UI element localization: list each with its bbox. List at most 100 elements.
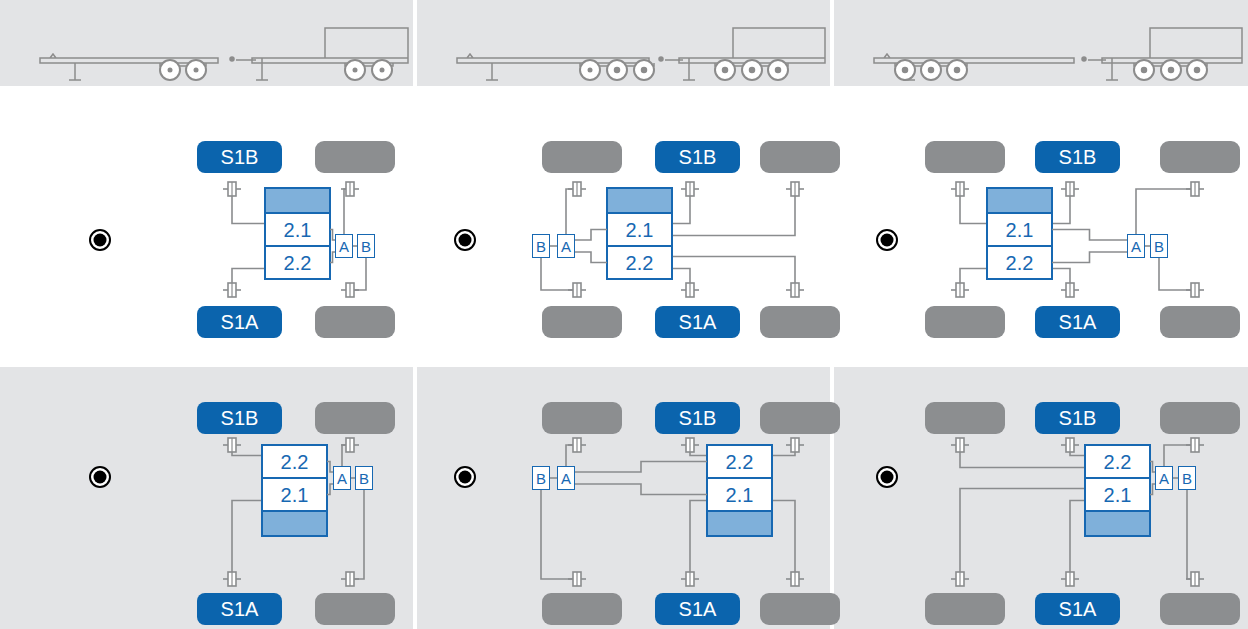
trailer-silhouette bbox=[40, 28, 408, 80]
brake-line bbox=[1159, 258, 1195, 290]
brake-cylinder bbox=[228, 182, 236, 196]
cylinder-piston bbox=[959, 283, 960, 297]
cylinder-piston bbox=[689, 572, 690, 586]
sensor-tab: S1A bbox=[1035, 306, 1120, 338]
module-header bbox=[608, 189, 671, 212]
cylinder-piston bbox=[231, 438, 232, 452]
node-label: 2.2 bbox=[1006, 253, 1034, 273]
brake-line bbox=[541, 490, 577, 579]
module-divider bbox=[607, 245, 672, 247]
module-header bbox=[708, 512, 771, 535]
wheel bbox=[315, 141, 395, 173]
module-header bbox=[1086, 512, 1149, 535]
valve-port: 2.1 bbox=[262, 478, 327, 511]
port-box: A bbox=[333, 466, 351, 490]
brake-line bbox=[350, 490, 364, 579]
node-label: A bbox=[561, 239, 571, 254]
wheel bbox=[760, 306, 840, 338]
brake-cylinder bbox=[791, 182, 799, 196]
valve-line bbox=[575, 484, 707, 495]
brake-layout bbox=[223, 141, 1240, 625]
wheel bbox=[925, 306, 1005, 338]
node-label: B bbox=[1154, 239, 1164, 254]
cylinder-piston bbox=[959, 438, 960, 452]
node-label: 2.2 bbox=[626, 253, 654, 273]
valve-line bbox=[550, 477, 557, 479]
brake-cylinder bbox=[573, 182, 581, 196]
port-box: B bbox=[532, 234, 550, 258]
cylinder-piston bbox=[689, 438, 690, 452]
cylinder-piston bbox=[689, 182, 690, 196]
brake-cylinder bbox=[791, 283, 799, 297]
cylinder-piston bbox=[349, 438, 350, 452]
valve-module bbox=[262, 445, 327, 536]
valve-port: 2.2 bbox=[987, 246, 1052, 279]
sensor-tab: S1B bbox=[655, 402, 740, 434]
valve-line bbox=[575, 230, 607, 241]
brake-line bbox=[1070, 501, 1085, 580]
cylinder-piston bbox=[231, 182, 232, 196]
wheel bbox=[1160, 141, 1240, 173]
wheel bbox=[1160, 402, 1240, 434]
valve-port: 2.1 bbox=[265, 213, 330, 246]
sensor-tab: S1B bbox=[1035, 141, 1120, 173]
radio-button bbox=[90, 230, 897, 487]
brake-cylinder bbox=[228, 572, 236, 586]
module-divider bbox=[987, 245, 1052, 247]
module-divider bbox=[262, 477, 327, 479]
wheel bbox=[1160, 593, 1240, 625]
brake-cylinder bbox=[1066, 438, 1074, 452]
port-box: B bbox=[357, 234, 375, 258]
cylinder-piston bbox=[1069, 438, 1070, 452]
module-divider bbox=[607, 212, 672, 214]
node-label: S1B bbox=[679, 408, 717, 428]
port-box: A bbox=[1127, 234, 1145, 258]
module-header bbox=[988, 189, 1051, 212]
sensor-tab: S1A bbox=[655, 306, 740, 338]
brake-cylinder bbox=[573, 283, 581, 297]
valve-port: 2.1 bbox=[1085, 478, 1150, 511]
brake-cylinder bbox=[1191, 438, 1199, 452]
module-divider bbox=[987, 212, 1052, 214]
module-divider bbox=[707, 477, 772, 479]
port-box: B bbox=[1150, 234, 1168, 258]
node-label: 2.1 bbox=[1006, 220, 1034, 240]
port-box: A bbox=[557, 234, 575, 258]
cylinder-piston bbox=[794, 438, 795, 452]
node-label: S1A bbox=[679, 599, 717, 619]
brake-cylinder bbox=[573, 572, 581, 586]
module-divider bbox=[265, 212, 330, 214]
brake-cylinder bbox=[956, 283, 964, 297]
module-header bbox=[266, 189, 329, 212]
brake-cylinder bbox=[956, 438, 964, 452]
sensor-tab: S1B bbox=[197, 402, 282, 434]
cylinder-piston bbox=[576, 283, 577, 297]
brake-cylinder bbox=[1191, 182, 1199, 196]
module-header bbox=[263, 512, 326, 535]
port-box: A bbox=[557, 466, 575, 490]
valve-line bbox=[550, 245, 557, 247]
cylinder-piston bbox=[349, 283, 350, 297]
brake-cylinder bbox=[346, 182, 354, 196]
brake-cylinder bbox=[1191, 572, 1199, 586]
valve-port: 2.2 bbox=[265, 246, 330, 279]
module-divider bbox=[265, 245, 330, 247]
wheel bbox=[760, 402, 840, 434]
sensor-tab: S1A bbox=[197, 306, 282, 338]
valve-port: 2.1 bbox=[607, 213, 672, 246]
brake-cylinder bbox=[346, 572, 354, 586]
brake-line bbox=[1136, 189, 1195, 234]
valve-module bbox=[987, 188, 1052, 279]
valve-line bbox=[1052, 230, 1127, 241]
node-label: B bbox=[1182, 471, 1192, 486]
node-label: 2.2 bbox=[726, 452, 754, 472]
node-label: A bbox=[1159, 471, 1169, 486]
brake-cylinder bbox=[956, 182, 964, 196]
brake-line bbox=[541, 258, 577, 290]
node-label: 2.1 bbox=[626, 220, 654, 240]
brake-wires bbox=[232, 189, 1195, 579]
valve-port: 2.2 bbox=[1085, 445, 1150, 478]
wheel bbox=[925, 593, 1005, 625]
cylinder-piston bbox=[1194, 438, 1195, 452]
